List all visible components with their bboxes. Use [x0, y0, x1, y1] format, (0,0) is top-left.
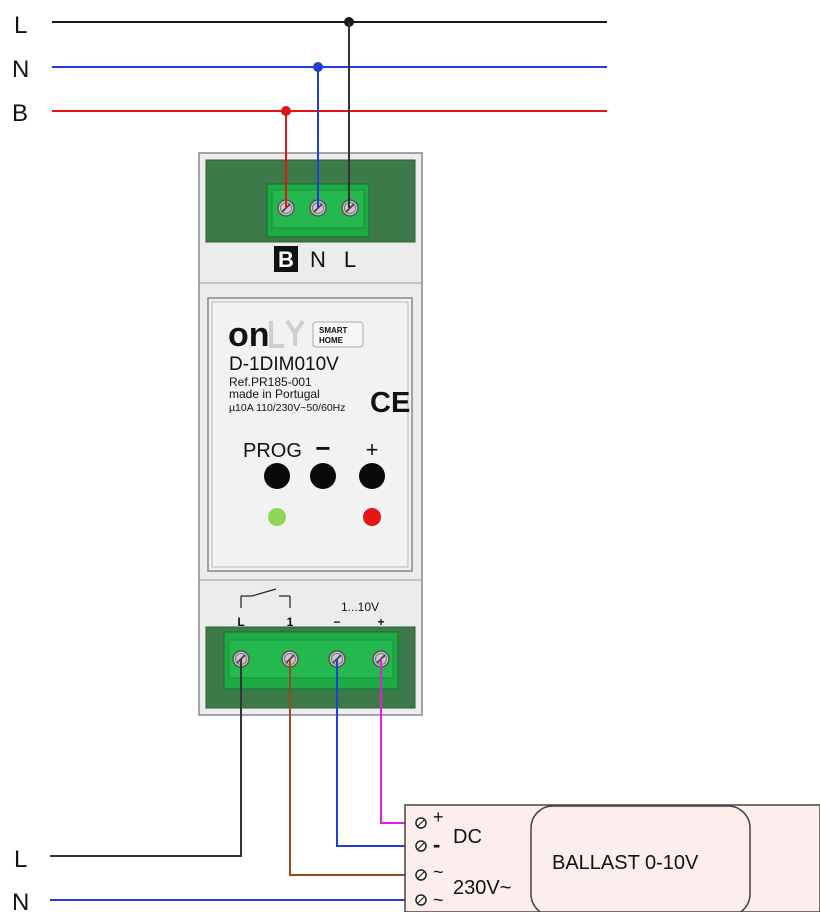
brand-tag-line2: HOME — [319, 336, 344, 345]
label-b-badge — [274, 246, 298, 272]
green-led — [268, 508, 286, 526]
red-led — [363, 508, 381, 526]
bottom-label-minus: − — [333, 615, 340, 629]
ballast-inner-frame — [530, 805, 751, 912]
rating-text: µ10A 110/230V~50/60Hz — [229, 402, 346, 414]
relay-contact-symbol — [240, 588, 291, 608]
bottom-label-l: L — [237, 615, 244, 629]
top-label-l: L — [344, 247, 356, 272]
ballast-terminal-minus: - — [433, 832, 440, 857]
ce-mark: CE — [370, 387, 410, 419]
ballast-ac-label: 230V~ — [453, 877, 511, 899]
brand-logo: on — [228, 316, 270, 354]
brand-ly-mark — [269, 319, 305, 348]
minus-button[interactable] — [310, 463, 336, 489]
ballast-terminal-ac1: ~ — [433, 862, 444, 882]
bottom-terminal-face — [228, 639, 394, 679]
brand-tag-line1: SMART — [319, 326, 348, 335]
plus-button[interactable] — [359, 463, 385, 489]
minus-label: − — [315, 433, 330, 463]
wire-analog-plus — [380, 659, 414, 824]
prog-button[interactable] — [264, 463, 290, 489]
bottom-label-1: 1 — [287, 615, 294, 629]
ballast-box — [404, 804, 820, 912]
supply-label-l: L — [14, 846, 27, 873]
ballast-terminal-ac2: ~ — [433, 890, 444, 910]
origin-text: made in Portugal — [229, 387, 320, 401]
front-panel-inner — [211, 301, 409, 568]
bottom-label-plus: + — [377, 615, 384, 629]
plus-label: + — [366, 437, 379, 462]
ballast-terminals — [415, 817, 427, 906]
bus-label-b: B — [12, 100, 28, 127]
model-number: D-1DIM010V — [229, 354, 339, 375]
bus-label-l: L — [14, 12, 27, 39]
ballast-dc-label: DC — [453, 826, 482, 848]
wire-analog-minus — [336, 659, 414, 847]
ballast-terminal-plus: + — [433, 807, 444, 827]
supply-label-n: N — [12, 889, 29, 912]
wire-relay-output — [289, 659, 414, 876]
analog-range-label: 1...10V — [341, 600, 379, 614]
front-panel — [207, 297, 413, 572]
bus-label-n: N — [12, 56, 29, 83]
prog-label: PROG — [243, 440, 302, 462]
top-label-n: N — [310, 247, 326, 272]
brand-tag-box — [312, 321, 364, 348]
top-label-b: B — [278, 247, 294, 272]
wire-supply-l — [50, 659, 242, 857]
ref-number: Ref.PR185-001 — [229, 375, 312, 389]
ballast-title: BALLAST 0-10V — [552, 852, 699, 874]
